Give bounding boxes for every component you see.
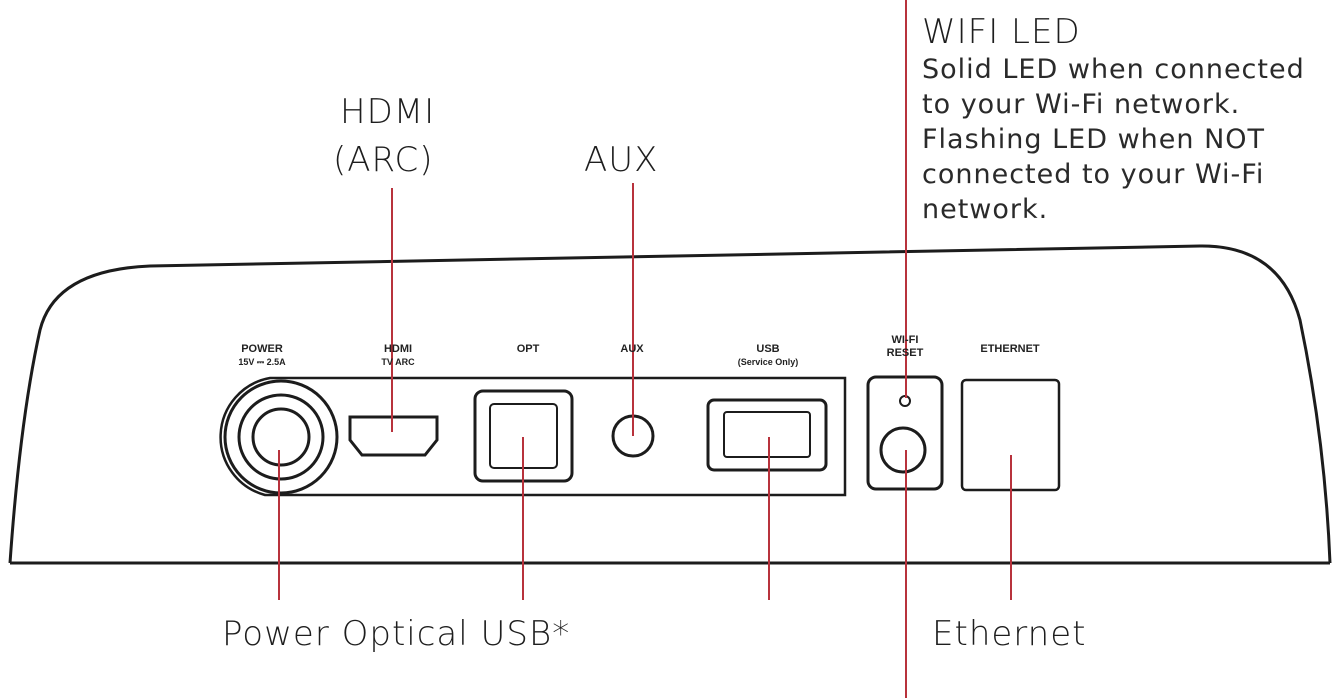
callout-wifi-title: WIFI LED [922, 12, 1081, 52]
usb-port-inner [723, 411, 811, 458]
panel-label-hdmi-line2: TV ARC [381, 357, 415, 367]
callout-hdmi-line2: (ARC) [333, 140, 434, 180]
panel-label-usb-line1: USB [756, 343, 780, 355]
panel-label-power: POWER 15V ⎓ 2.5A [238, 343, 285, 369]
usb-port-outer [706, 398, 828, 472]
panel-label-power-line1: POWER [241, 343, 283, 355]
power-jack-ring [237, 393, 325, 481]
panel-label-wifi-line2: RESET [886, 347, 924, 359]
callout-bottom-left: Power Optical USB* [222, 614, 571, 654]
panel-label-usb-line2: (Service Only) [737, 357, 799, 367]
wifi-reset-button [879, 426, 927, 474]
panel-label-wifi-line1: WI-FI [891, 334, 919, 346]
power-jack-outer [223, 379, 339, 495]
callout-wifi-description: Solid LED when connected to your Wi-Fi n… [922, 54, 1305, 225]
port-panel [219, 376, 847, 497]
panel-label-aux: AUX [620, 343, 644, 355]
callout-hdmi-line1: HDMI [340, 92, 436, 132]
panel-label-opt: OPT [516, 343, 540, 355]
panel-label-usb: USB (Service Only) [738, 343, 799, 369]
power-jack-inner [251, 407, 311, 467]
callout-aux: AUX [584, 140, 659, 180]
hdmi-port [348, 415, 439, 457]
leader-lines [278, 0, 1012, 698]
panel-label-ethernet: ETHERNET [980, 343, 1040, 355]
panel-label-hdmi-line1: HDMI [383, 343, 413, 355]
panel-label-power-line2: 15V ⎓ 2.5A [238, 357, 286, 367]
panel-label-hdmi: HDMI TV ARC [381, 343, 414, 369]
device-body [8, 244, 1332, 564]
panel-label-wifi-reset: WI-FI RESET [887, 334, 924, 360]
callout-ethernet: Ethernet [932, 614, 1087, 654]
